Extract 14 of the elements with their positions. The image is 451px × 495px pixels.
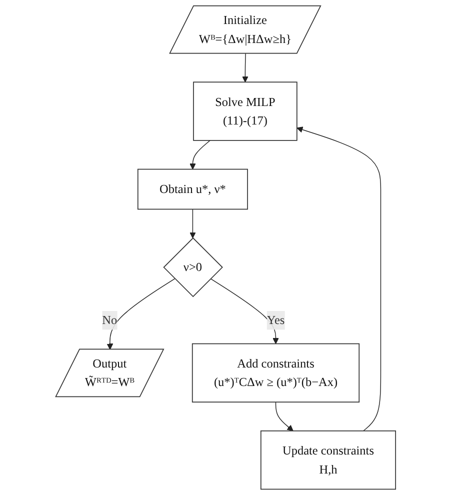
arrow bbox=[189, 140, 210, 170]
arrow bbox=[210, 278, 279, 344]
arrow bbox=[296, 126, 381, 432]
arrow bbox=[106, 278, 176, 350]
arrow bbox=[242, 53, 248, 82]
node-box: Solve MILP (11)-(17) bbox=[192, 82, 298, 141]
node-box: Add constraints (u*)ᵀCΔw ≥ (u*)ᵀ(b−Ax) bbox=[192, 343, 360, 403]
edge-label: Yes bbox=[266, 313, 284, 327]
arrow bbox=[189, 208, 196, 238]
node-box: Obtain u*, ν* bbox=[137, 168, 248, 210]
edge-label: No bbox=[102, 313, 117, 327]
arrow bbox=[275, 402, 294, 432]
node-diamond: ν>0 bbox=[163, 237, 223, 298]
node-box: Update constraints H,h bbox=[260, 430, 396, 490]
